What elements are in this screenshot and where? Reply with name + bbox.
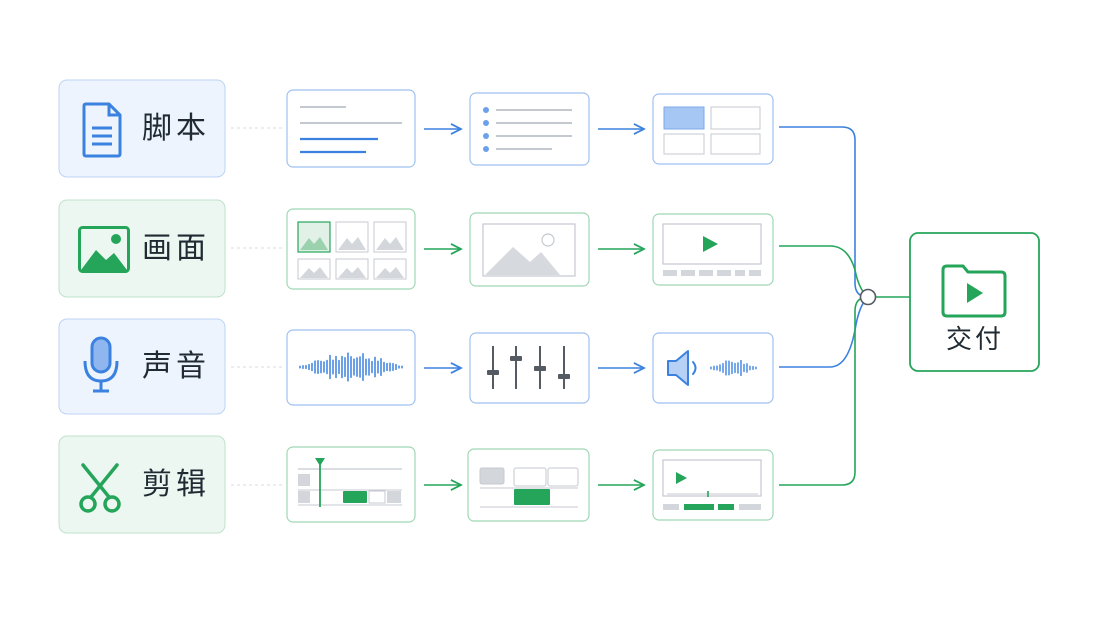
audio-waveform-card <box>286 329 416 406</box>
play-icon <box>703 236 718 252</box>
visual-gallery-card <box>286 208 416 290</box>
script-outline-card <box>469 92 590 166</box>
document-icon <box>82 102 122 158</box>
lane-audio <box>58 318 774 415</box>
merge-connectors <box>779 126 910 486</box>
edit-arrange-card <box>467 448 590 522</box>
speaker-icon <box>667 350 689 386</box>
lane-edit-label-card <box>58 435 226 534</box>
lane-label-edit: 剪辑 <box>142 467 210 502</box>
microphone-icon <box>83 336 119 393</box>
deliver-card <box>909 232 1040 372</box>
edit-timeline-card <box>286 446 416 523</box>
edit-preview-card <box>652 449 774 521</box>
audio-output-card <box>652 332 774 404</box>
lane-label-visual: 画面 <box>142 231 210 266</box>
audio-mixer-card <box>469 332 590 404</box>
lane-label-script: 脚本 <box>142 111 210 146</box>
visual-video-card <box>652 213 774 286</box>
script-draft-card <box>286 89 416 168</box>
video-folder-icon <box>941 264 1007 318</box>
lane-script <box>58 79 774 178</box>
deliver-label: 交付 <box>945 325 1004 355</box>
sound-wave-icon <box>692 361 697 375</box>
image-icon <box>78 226 130 273</box>
merge-node <box>859 288 877 306</box>
lane-label-audio: 声音 <box>142 349 210 384</box>
lane-edit <box>58 435 774 534</box>
script-storyboard-card <box>652 93 774 165</box>
lane-visual <box>58 199 774 298</box>
visual-selected-image-card <box>469 212 590 287</box>
playhead-marker <box>315 458 325 466</box>
play-icon <box>676 472 687 484</box>
scissors-icon <box>79 463 121 513</box>
